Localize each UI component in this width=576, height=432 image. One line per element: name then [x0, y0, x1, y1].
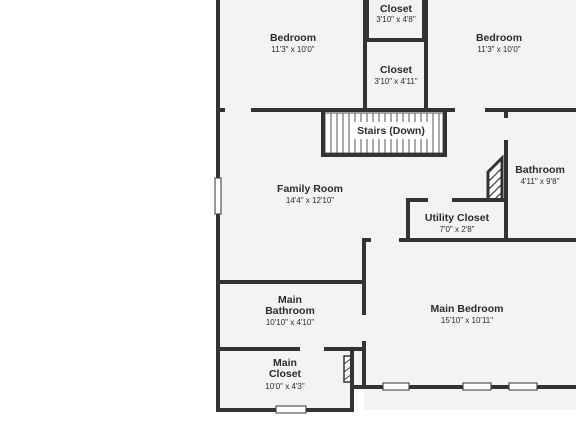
room-utility-closet: Utility Closet 7'0" x 2'8" [425, 212, 490, 234]
room-dimensions: 7'0" x 2'8" [440, 225, 475, 234]
room-label: Bedroom [476, 32, 522, 44]
room-dimensions: 10'10" x 4'10" [266, 318, 314, 327]
room-label: Closet [380, 3, 413, 15]
room-closet-2: Closet 3'10" x 4'11" [374, 64, 417, 86]
floor-area [218, 0, 576, 410]
room-label: Main Bedroom [431, 303, 504, 315]
room-dimensions: 11'3" x 10'0" [477, 45, 520, 54]
room-main-closet: Main Closet 10'0" x 4'3" [265, 357, 305, 391]
room-dimensions: 14'4" x 12'10" [286, 196, 334, 205]
room-dimensions: 3'10" x 4'8" [376, 15, 416, 24]
room-dimensions: 10'0" x 4'3" [265, 382, 305, 391]
room-stairs: Stairs (Down) [357, 125, 425, 137]
room-closet-1: Closet 3'10" x 4'8" [376, 3, 416, 24]
room-label: Bedroom [270, 32, 316, 44]
room-bedroom-1: Bedroom 11'3" x 10'0" [270, 32, 316, 54]
room-dimensions: 15'10" x 10'11" [441, 316, 493, 325]
room-dimensions: 11'3" x 10'0" [271, 45, 314, 54]
room-bathroom: Bathroom 4'11" x 9'8" [515, 164, 565, 186]
door-openings [225, 76, 509, 352]
room-family-room: Family Room 14'4" x 12'10" [277, 183, 343, 205]
room-label: Main [273, 357, 297, 369]
room-dimensions: 4'11" x 9'8" [521, 177, 560, 186]
windows [214, 177, 538, 414]
room-label: Closet [380, 64, 413, 76]
room-main-bedroom: Main Bedroom 15'10" x 10'11" [431, 303, 504, 325]
room-label: Closet [269, 368, 302, 380]
outside-notch [354, 387, 364, 413]
room-label: Stairs (Down) [357, 125, 425, 137]
room-label: Bathroom [515, 164, 565, 176]
room-label: Main [278, 294, 302, 306]
room-label: Bathroom [265, 305, 315, 317]
room-dimensions: 3'10" x 4'11" [374, 77, 417, 86]
room-label: Utility Closet [425, 212, 490, 224]
room-main-bathroom: Main Bathroom 10'10" x 4'10" [265, 294, 315, 327]
stairs-label-backdrop [352, 122, 430, 139]
room-label: Family Room [277, 183, 343, 195]
room-bedroom-2: Bedroom 11'3" x 10'0" [476, 32, 522, 54]
